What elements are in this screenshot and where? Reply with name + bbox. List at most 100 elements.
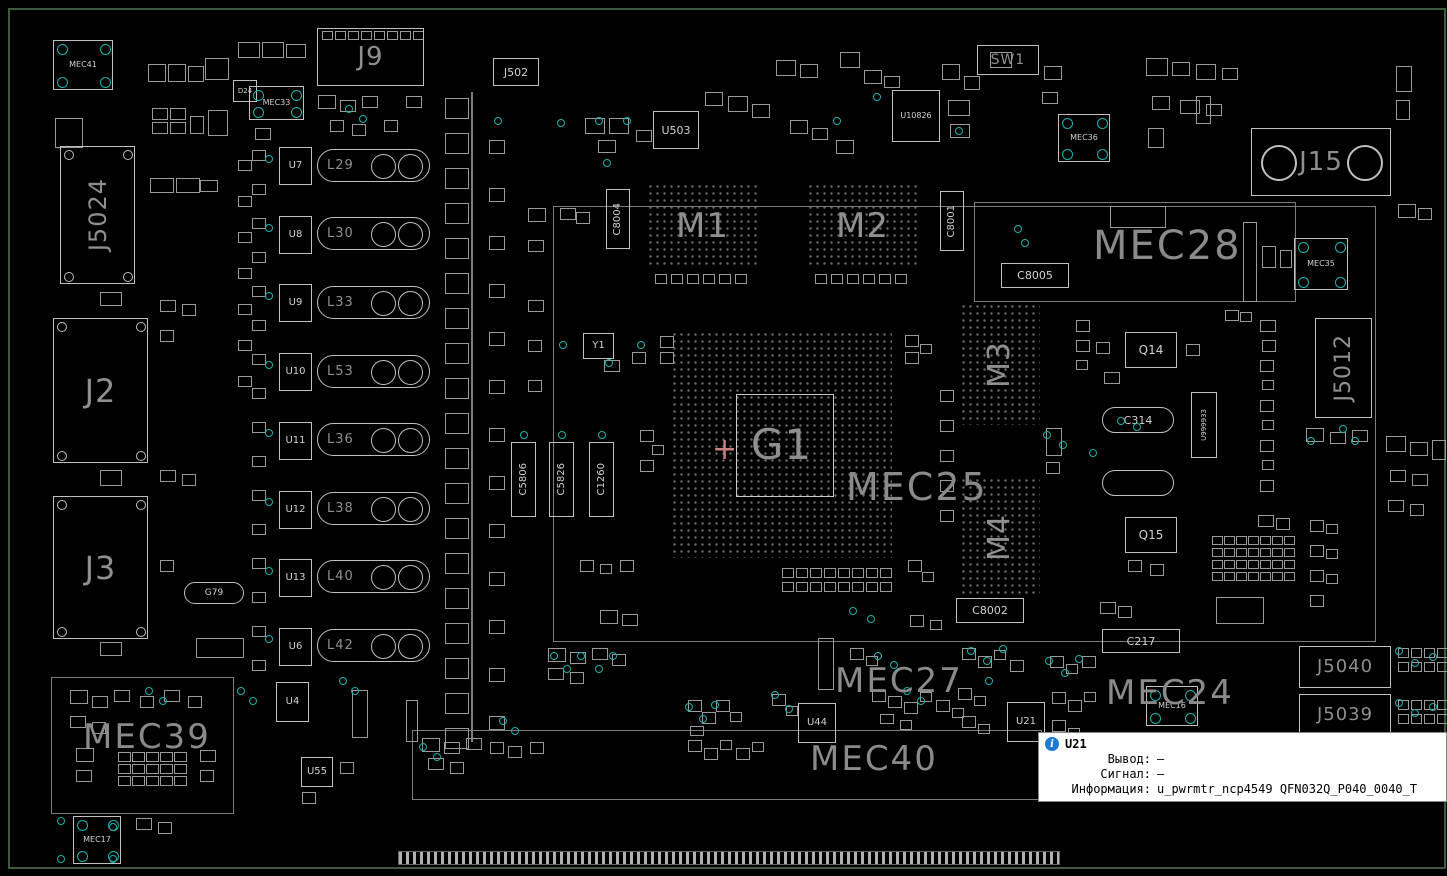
smd-part: [168, 64, 186, 82]
smd-part: [1196, 64, 1216, 80]
component-q14[interactable]: Q14: [1125, 332, 1177, 368]
smd-part: [1262, 460, 1274, 470]
component-l40[interactable]: L40: [317, 560, 430, 593]
smd-part: [286, 44, 306, 58]
smd-part: [720, 740, 732, 750]
smd-part: [146, 776, 159, 786]
component-l29[interactable]: L29: [317, 149, 430, 182]
component-j9[interactable]: J9: [317, 28, 424, 86]
component-u7[interactable]: U7: [279, 147, 312, 185]
inductor-winding: [398, 428, 423, 453]
smd-part: [158, 822, 172, 834]
bga-m3[interactable]: M3: [960, 303, 1040, 425]
component-mec17[interactable]: MEC17: [73, 816, 121, 864]
component-u10826[interactable]: U10826: [892, 90, 940, 142]
component-c8001[interactable]: C8001: [940, 191, 964, 251]
component-j5024[interactable]: J5024: [60, 146, 135, 284]
component-mec16[interactable]: MEC16: [1146, 686, 1198, 726]
component-j5039[interactable]: J5039: [1299, 694, 1391, 736]
smd-part: [528, 380, 542, 392]
smd-part: [348, 31, 359, 40]
smd-part: [704, 748, 718, 760]
component-u12[interactable]: U12: [279, 491, 312, 529]
smd-part: [1068, 700, 1082, 712]
component-c1260[interactable]: C1260: [589, 442, 614, 517]
component-l53[interactable]: L53: [317, 355, 430, 388]
smd-part: [796, 568, 808, 578]
bga-g1[interactable]: G1: [671, 331, 892, 558]
component-u999933[interactable]: U999933: [1191, 392, 1217, 458]
component-l30[interactable]: L30: [317, 217, 430, 250]
component-j502[interactable]: J502: [493, 58, 539, 86]
smd-part: [132, 752, 145, 762]
smd-part: [1396, 66, 1412, 92]
component-mec41[interactable]: MEC41: [53, 40, 113, 90]
smd-part: [1260, 536, 1271, 545]
smd-part: [640, 430, 654, 442]
mount-pad: [291, 90, 302, 101]
via: [983, 657, 991, 665]
component-c217[interactable]: C217: [1102, 629, 1180, 653]
smd-part: [174, 776, 187, 786]
component-j15[interactable]: J15: [1251, 128, 1391, 196]
bga-m4[interactable]: M4: [960, 477, 1040, 597]
bga-m2[interactable]: M2: [807, 183, 918, 269]
component-g79[interactable]: G79: [184, 582, 244, 604]
component-c8005[interactable]: C8005: [1001, 263, 1069, 288]
component-q15[interactable]: Q15: [1125, 517, 1177, 553]
component-mec33[interactable]: MEC33: [249, 86, 304, 120]
smd-part: [1272, 560, 1283, 569]
component-u11[interactable]: U11: [279, 422, 312, 460]
component-j5012[interactable]: J5012: [1315, 318, 1372, 418]
component-c5806[interactable]: C5806: [511, 442, 536, 517]
component-u9[interactable]: U9: [279, 284, 312, 322]
smd-part: [818, 638, 834, 690]
smd-part: [974, 696, 986, 706]
smd-part: [445, 518, 469, 539]
component-y1[interactable]: Y1: [583, 333, 614, 359]
component-u44[interactable]: U44: [798, 703, 836, 743]
component-u8[interactable]: U8: [279, 216, 312, 254]
smd-part: [445, 378, 469, 399]
smd-part: [831, 274, 843, 284]
component-c8004[interactable]: C8004: [606, 189, 630, 249]
component-j5040[interactable]: J5040: [1299, 646, 1391, 688]
smd-part: [528, 300, 544, 312]
component-j2[interactable]: J2: [53, 318, 148, 463]
component-u13[interactable]: U13: [279, 559, 312, 597]
component-u55[interactable]: U55: [301, 757, 333, 787]
component-u4[interactable]: U4: [276, 682, 309, 722]
component-l33[interactable]: L33: [317, 286, 430, 319]
component-j3[interactable]: J3: [53, 496, 148, 639]
component-c5826[interactable]: C5826: [549, 442, 574, 517]
smd-part: [1196, 96, 1211, 124]
via: [917, 697, 925, 705]
component-c8002[interactable]: C8002: [956, 598, 1024, 623]
smd-part: [620, 560, 634, 572]
component-u503[interactable]: U503: [653, 111, 699, 149]
g1-die-outline: [736, 394, 834, 497]
component-mec35[interactable]: MEC35: [1294, 238, 1348, 290]
smd-part: [152, 122, 168, 134]
component-u10[interactable]: U10: [279, 353, 312, 391]
component-l38[interactable]: L38: [317, 492, 430, 525]
component-c314[interactable]: C314: [1102, 407, 1174, 433]
smd-part: [1424, 714, 1435, 724]
component-sw1[interactable]: SW1: [977, 45, 1039, 75]
component-u6[interactable]: U6: [279, 628, 312, 666]
smd-part: [384, 120, 398, 132]
smd-part: [1284, 560, 1295, 569]
via: [57, 817, 65, 825]
smd-part: [1152, 96, 1170, 110]
component-mec36[interactable]: MEC36: [1058, 114, 1110, 162]
component-l42[interactable]: L42: [317, 629, 430, 662]
bga-m1[interactable]: M1: [647, 183, 758, 269]
smd-part: [1258, 515, 1274, 527]
component-l36[interactable]: L36: [317, 423, 430, 456]
via: [559, 341, 567, 349]
component-unlabeled[interactable]: [1102, 470, 1174, 496]
bottom-edge-connector[interactable]: [398, 851, 1060, 865]
connector-hole: [1261, 145, 1297, 181]
component-u21[interactable]: U21: [1007, 702, 1045, 742]
